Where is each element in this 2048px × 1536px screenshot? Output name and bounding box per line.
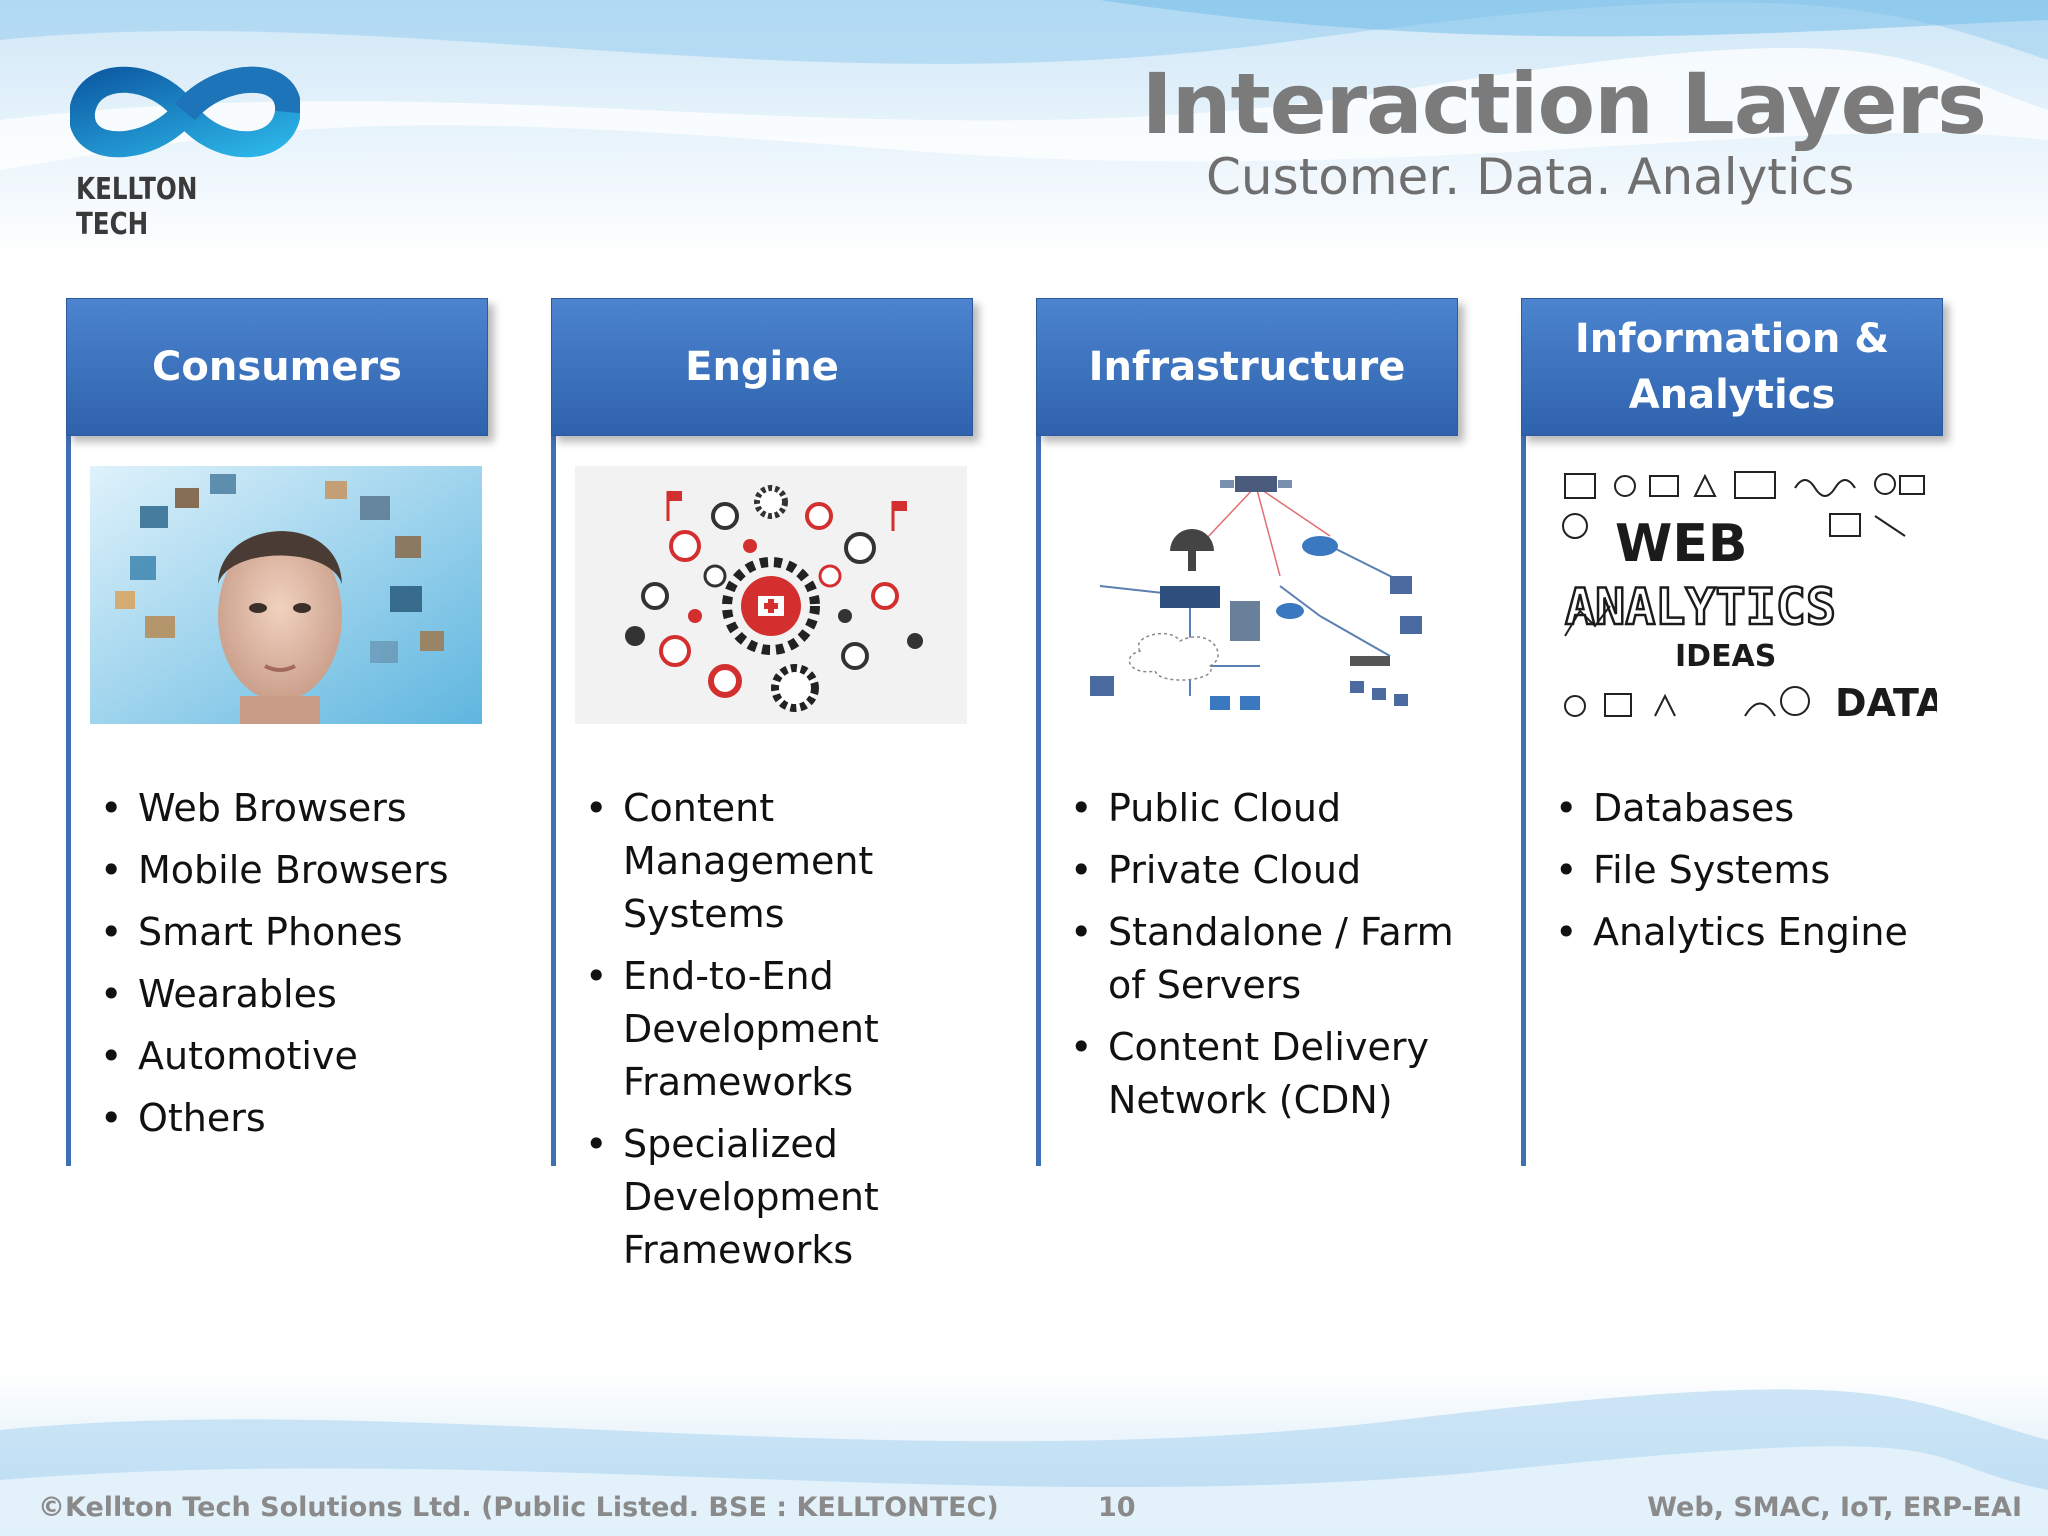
list-item: Automotive (100, 1030, 500, 1083)
column-information-analytics: Information & Analytics (1521, 298, 1945, 1166)
list-item: Analytics Engine (1555, 906, 1955, 959)
column-header: Information & Analytics (1521, 298, 1943, 436)
footer-tagline: Web, SMAC, IoT, ERP-EAI (1647, 1492, 2022, 1523)
column-divider-line (551, 298, 556, 1166)
list-item: Specialized Development Frameworks (585, 1118, 985, 1277)
page-subtitle: Customer. Data. Analytics (1206, 148, 1855, 206)
list-item: Databases (1555, 782, 1955, 835)
web-analytics-doodle-image: WEB ANALYTICS IDEAS DATA (1545, 466, 1937, 724)
consumers-image (90, 466, 482, 724)
list-item: Wearables (100, 968, 500, 1021)
list-item: File Systems (1555, 844, 1955, 897)
image-word: WEB (1615, 514, 1748, 574)
list-item: Private Cloud (1070, 844, 1470, 897)
column-infrastructure: Infrastructure (1036, 298, 1460, 1166)
column-header: Consumers (66, 298, 488, 436)
gears-and-service-icons-image (575, 466, 967, 724)
image-word: IDEAS (1675, 639, 1776, 674)
engine-list: Content Management Systems End-to-End De… (585, 782, 985, 1286)
column-divider-line (1036, 298, 1041, 1166)
image-word: DATA (1835, 681, 1937, 724)
infinity-logo-icon (70, 66, 300, 158)
kellton-tech-logo: KELLTON TECH (70, 50, 300, 242)
list-item: Web Browsers (100, 782, 500, 835)
page-number: 10 (1098, 1492, 1136, 1523)
header-wave-background (0, 0, 2048, 260)
logo-text: KELLTON TECH (76, 172, 198, 242)
list-item: Content Management Systems (585, 782, 985, 941)
list-item: Public Cloud (1070, 782, 1470, 835)
human-face-with-floating-screens-image (90, 466, 482, 724)
list-item: Others (100, 1092, 500, 1145)
column-header: Infrastructure (1036, 298, 1458, 436)
infrastructure-image (1060, 466, 1452, 724)
infrastructure-list: Public Cloud Private Cloud Standalone / … (1070, 782, 1470, 1136)
satellite-network-diagram-image (1060, 466, 1452, 724)
column-engine: Engine (551, 298, 975, 1272)
column-header: Engine (551, 298, 973, 436)
analytics-image: WEB ANALYTICS IDEAS DATA (1545, 466, 1937, 724)
list-item: Standalone / Farm of Servers (1070, 906, 1470, 1012)
list-item: Smart Phones (100, 906, 500, 959)
column-consumers: Consumers (66, 298, 490, 1166)
list-item: Mobile Browsers (100, 844, 500, 897)
column-divider-line (1521, 298, 1526, 1166)
consumers-list: Web Browsers Mobile Browsers Smart Phone… (100, 782, 500, 1154)
image-word: ANALYTICS (1565, 578, 1836, 636)
analytics-list: Databases File Systems Analytics Engine (1555, 782, 1955, 968)
list-item: Content Delivery Network (CDN) (1070, 1021, 1470, 1127)
footer-wave-background (0, 1370, 2048, 1536)
page-title: Interaction Layers (1141, 55, 1987, 153)
column-divider-line (66, 298, 71, 1166)
engine-image (575, 466, 967, 724)
footer-copyright: ©Kellton Tech Solutions Ltd. (Public Lis… (38, 1492, 999, 1523)
list-item: End-to-End Development Frameworks (585, 950, 985, 1109)
